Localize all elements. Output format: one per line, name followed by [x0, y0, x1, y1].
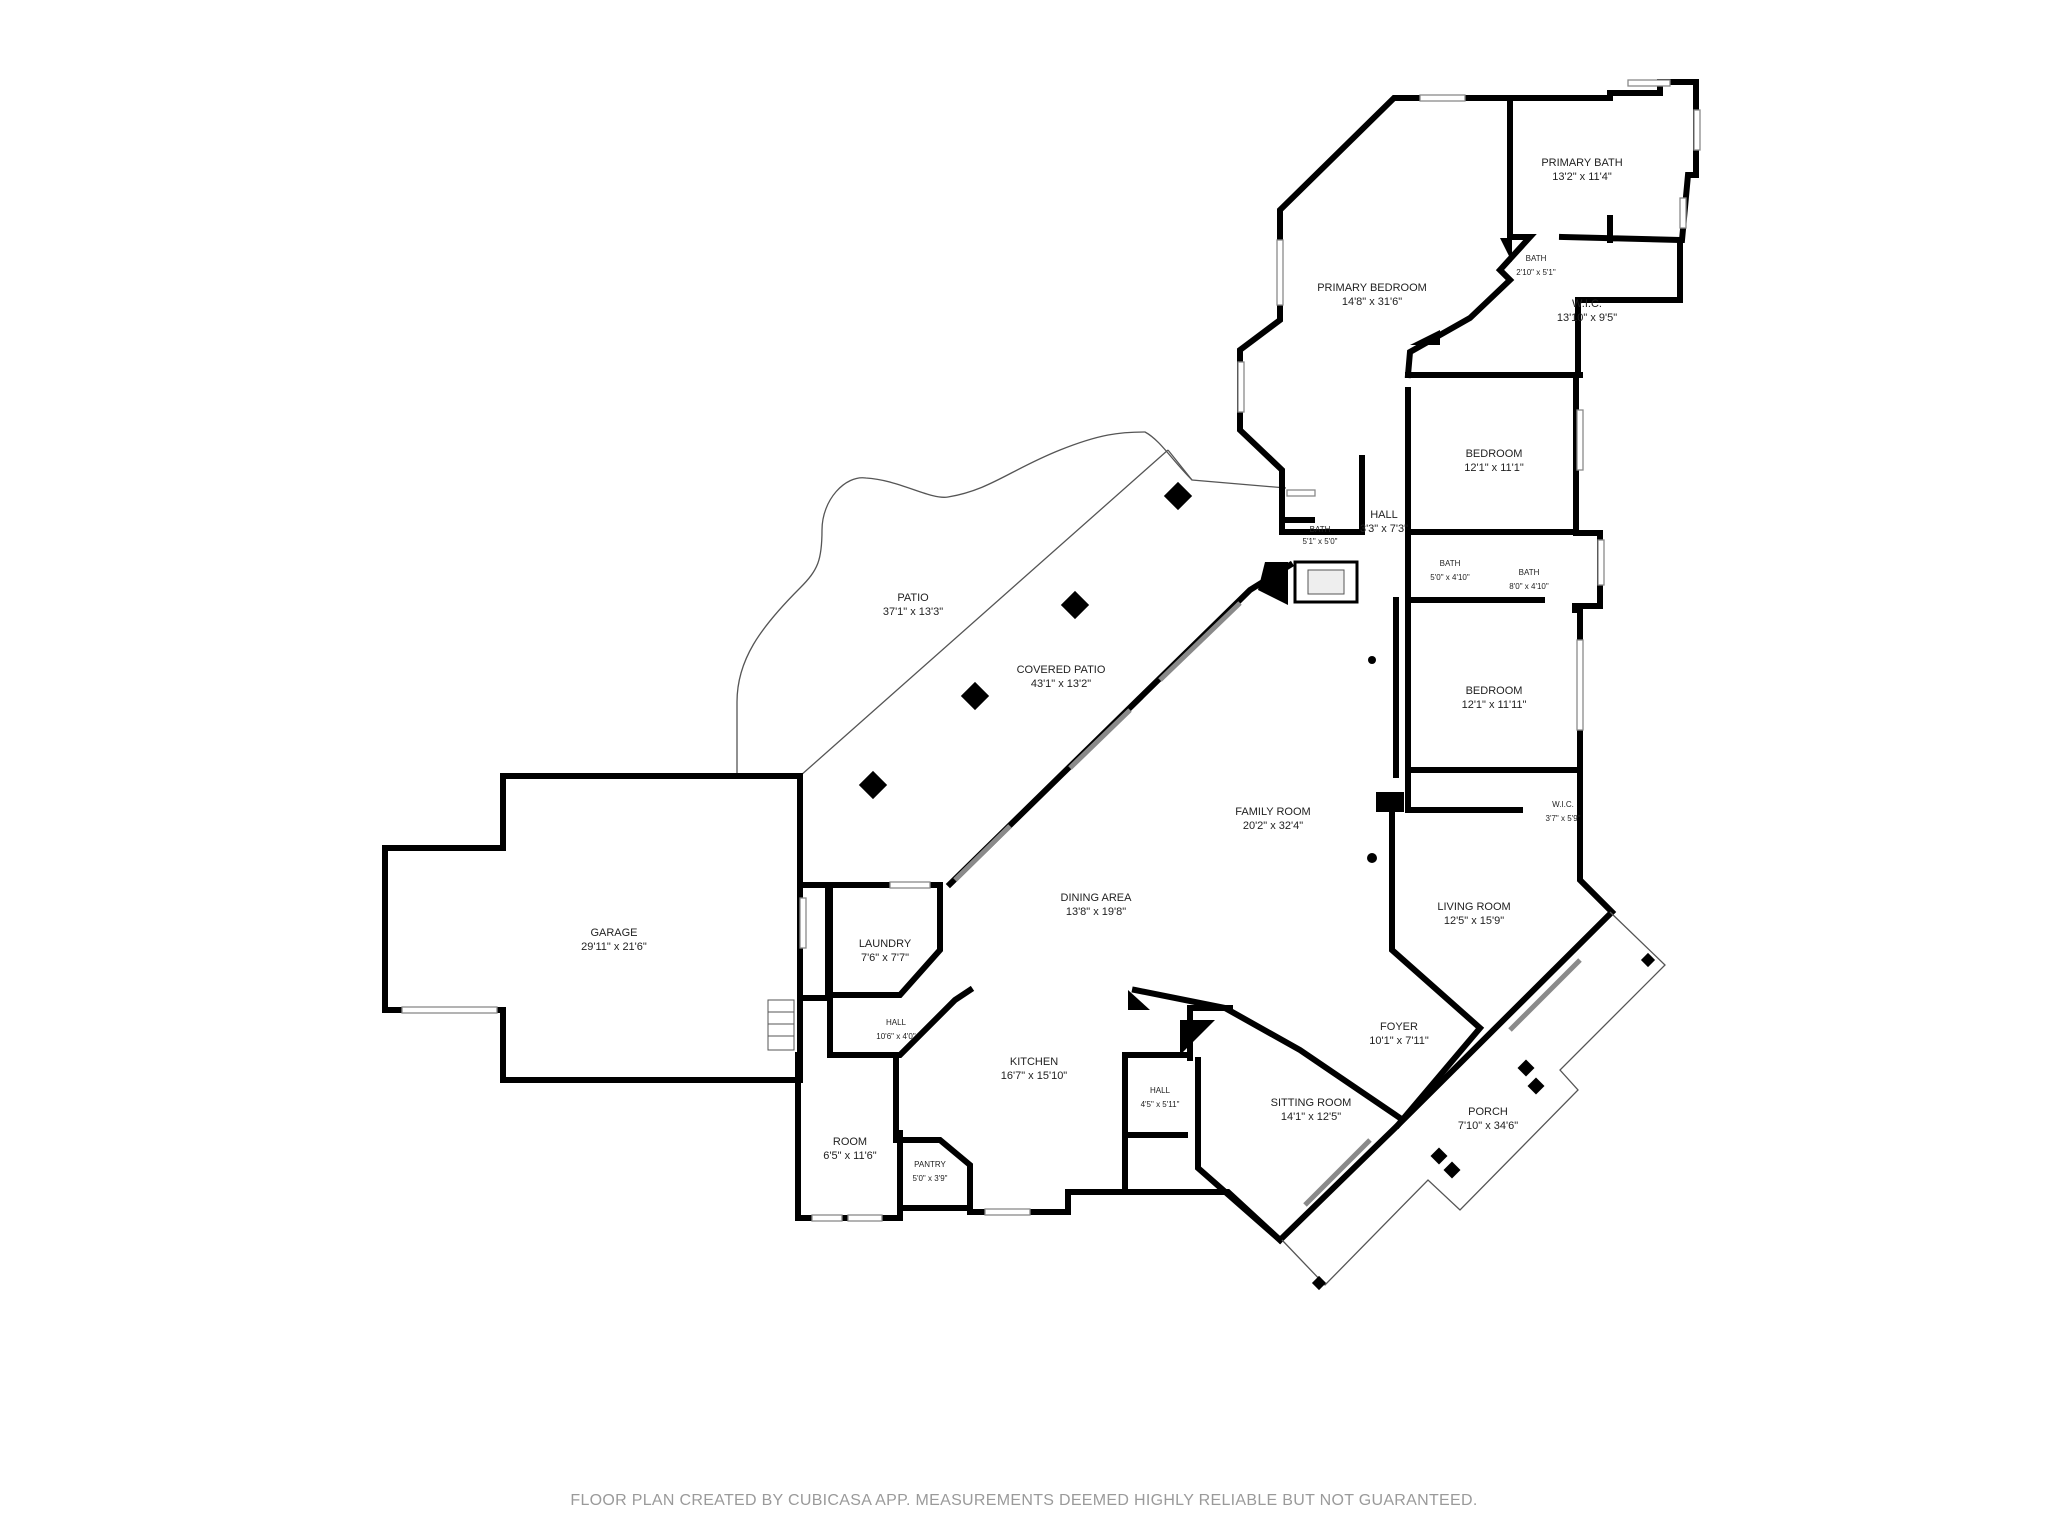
room-dims: 10'6" x 4'0" [876, 1032, 916, 1041]
room-label: PATIO [897, 592, 929, 604]
room-dims: 13'10" x 9'5" [1557, 312, 1617, 324]
room-label: COVERED PATIO [1017, 664, 1106, 676]
room-dims: 12'1" x 11'1" [1464, 462, 1524, 474]
room-label: PANTRY [914, 1160, 946, 1169]
room-label: BEDROOM [1466, 685, 1523, 697]
room-labels: PRIMARY BATH 13'2" x 11'4" BATH 2'10" x … [581, 157, 1623, 1183]
room-dims: 7'10" x 34'6" [1458, 1120, 1518, 1132]
room-dims: 12'5" x 15'9" [1444, 915, 1504, 927]
room-dims: 13'2" x 11'4" [1552, 171, 1612, 183]
room-label: PRIMARY BATH [1541, 157, 1622, 169]
patio-glass [953, 601, 1582, 1207]
room-dims: 6'5" x 11'6" [823, 1150, 876, 1162]
covered-patio-outline [799, 449, 1193, 777]
room-dims: 5'1" x 5'0" [1303, 537, 1338, 546]
room-label: KITCHEN [1010, 1056, 1058, 1068]
room-dims: 4'5" x 5'11" [1141, 1100, 1180, 1109]
room-dims: 12'1" x 11'11" [1462, 699, 1527, 711]
room-label: PORCH [1468, 1106, 1508, 1118]
footer-disclaimer: FLOOR PLAN CREATED BY CUBICASA APP. MEAS… [570, 1492, 1478, 1509]
garage-steps [767, 999, 795, 1051]
room-label: W.I.C. [1572, 298, 1602, 310]
room-label: FAMILY ROOM [1235, 806, 1310, 818]
room-label: PRIMARY BEDROOM [1317, 282, 1427, 294]
room-label: FOYER [1380, 1021, 1418, 1033]
room-dims: 7'6" x 7'7" [861, 952, 909, 964]
room-dims: 43'1" x 13'2" [1031, 678, 1091, 690]
room-label: W.I.C. [1552, 800, 1574, 809]
room-label: DINING AREA [1061, 892, 1133, 904]
room-dims: 5'0" x 4'10" [1430, 573, 1470, 582]
room-dims: 37'1" x 13'3" [883, 606, 943, 618]
room-dims: 2'10" x 5'1" [1516, 268, 1556, 277]
room-dims: 8'0" x 4'10" [1509, 582, 1549, 591]
room-dims: 14'8" x 31'6" [1342, 296, 1402, 308]
room-dims: 10'1" x 7'11" [1369, 1035, 1429, 1047]
windows [401, 79, 1701, 1222]
room-dims: 29'11" x 21'6" [581, 941, 647, 953]
patio-outline [736, 431, 1287, 776]
room-dims: 13'8" x 19'8" [1066, 906, 1126, 918]
room-dims: 20'2" x 32'4" [1243, 820, 1303, 832]
room-label: LAUNDRY [859, 938, 912, 950]
room-label: HALL [886, 1018, 907, 1027]
room-label: BEDROOM [1466, 448, 1523, 460]
room-label: BATH [1440, 559, 1461, 568]
room-dims: 3'3" x 7'3" [1360, 523, 1408, 535]
room-label: GARAGE [590, 927, 637, 939]
room-label: BATH [1310, 525, 1331, 534]
room-label: BATH [1519, 568, 1540, 577]
room-label: ROOM [833, 1136, 867, 1148]
room-dims: 14'1" x 12'5" [1281, 1111, 1341, 1123]
room-dims: 5'0" x 3'9" [913, 1174, 948, 1183]
room-label: LIVING ROOM [1437, 901, 1510, 913]
porch-outline [1281, 911, 1666, 1286]
room-dims: 16'7" x 15'10" [1001, 1070, 1068, 1082]
room-label: BATH [1526, 254, 1547, 263]
room-dims: 3'7" x 5'9" [1546, 814, 1581, 823]
room-label: SITTING ROOM [1271, 1097, 1352, 1109]
room-label: HALL [1150, 1086, 1171, 1095]
columns [858, 238, 1656, 1291]
room-label: HALL [1370, 509, 1398, 521]
exterior-walls [382, 79, 1699, 1245]
